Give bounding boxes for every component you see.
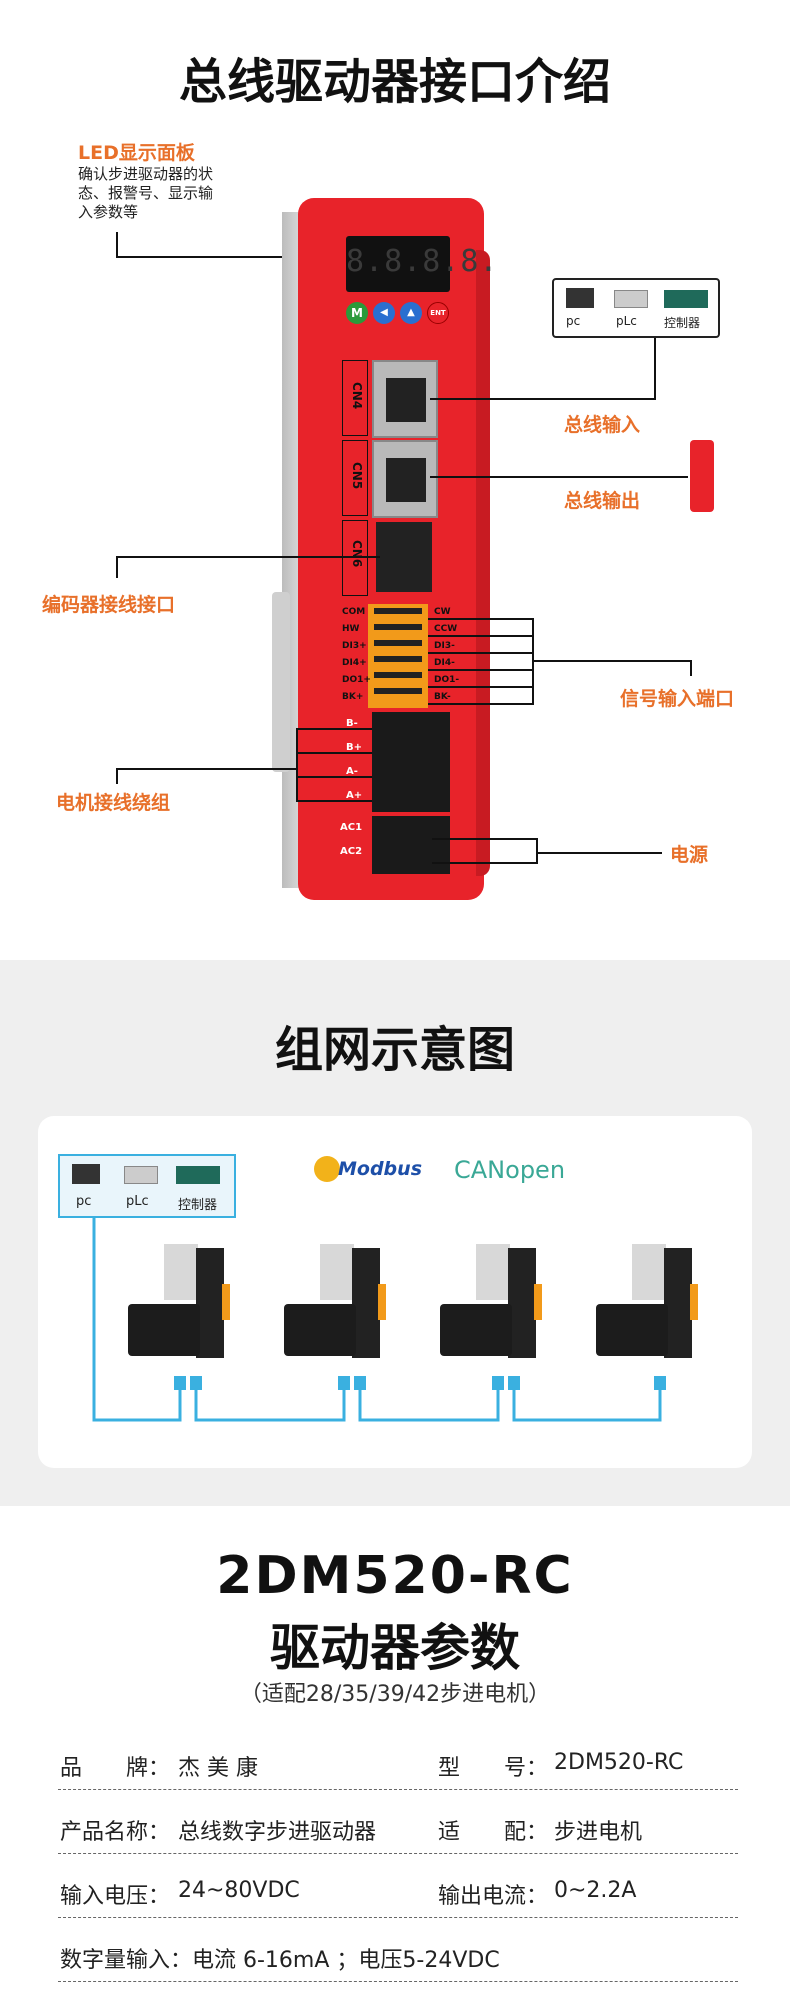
motor-terminal-block[interactable] bbox=[372, 712, 450, 812]
mode-button[interactable]: M bbox=[346, 302, 368, 324]
pin-do1p: DO1+ bbox=[342, 675, 371, 685]
power-terminal-block[interactable] bbox=[372, 816, 450, 874]
pc-icon bbox=[566, 288, 594, 308]
pin-do1m: DO1- bbox=[434, 675, 460, 685]
label-bus-in: 总线输入 bbox=[564, 414, 641, 436]
label-bus-out: 总线输出 bbox=[564, 490, 641, 512]
param-product-name-value: 总线数字步进驱动器 bbox=[178, 1820, 377, 1845]
param-input-voltage-value: 24~80VDC bbox=[178, 1878, 300, 1903]
pin-bkm: BK- bbox=[434, 692, 451, 702]
motor-unit-4 bbox=[596, 1244, 706, 1360]
param-brand-key: 品 牌： bbox=[60, 1756, 171, 1781]
plc-icon-2 bbox=[124, 1166, 158, 1184]
param-row-3: 输入电压： 24~80VDC 输出电流： 0~2.2A bbox=[58, 1862, 738, 1918]
pin-di3p: DI3+ bbox=[342, 641, 367, 651]
device-box-section1: pc pLc 控制器 bbox=[552, 278, 720, 338]
pin-di4p: DI4+ bbox=[342, 658, 367, 668]
section-title-interfaces: 总线驱动器接口介绍 bbox=[178, 54, 611, 110]
param-product-name-key: 产品名称： bbox=[60, 1820, 171, 1845]
device-plc-label: pLc bbox=[616, 314, 637, 328]
driver-side bbox=[476, 250, 490, 876]
plc-icon bbox=[614, 290, 648, 308]
up-button[interactable]: ▲ bbox=[400, 302, 422, 324]
params-subtitle: （适配28/35/39/42步进电机） bbox=[239, 1682, 551, 1707]
cn4-box bbox=[342, 360, 368, 436]
cn6-label: CN6 bbox=[350, 540, 364, 568]
param-fit-value: 步进电机 bbox=[554, 1820, 643, 1845]
device-controller-label-2: 控制器 bbox=[178, 1198, 218, 1213]
param-output-current-key: 输出电流： bbox=[438, 1884, 549, 1909]
section-title-network: 组网示意图 bbox=[274, 1022, 515, 1078]
device-plc-label-2: pLc bbox=[126, 1194, 149, 1209]
encoder-port-cn6[interactable] bbox=[376, 522, 432, 592]
enter-button[interactable]: ENT bbox=[427, 302, 449, 324]
led-panel-desc-1: 确认步进驱动器的状 bbox=[78, 165, 214, 183]
device-pc-label-2: pc bbox=[76, 1194, 92, 1209]
motor-unit-3 bbox=[440, 1244, 550, 1360]
motor-unit-2 bbox=[284, 1244, 394, 1360]
next-driver-thumbnail bbox=[690, 440, 714, 512]
pc-icon-2 bbox=[72, 1164, 100, 1184]
pin-ap: A+ bbox=[346, 790, 363, 801]
led-panel-desc-2: 态、报警号、显示输 bbox=[78, 184, 214, 202]
pin-bm: B- bbox=[346, 718, 358, 729]
left-button[interactable]: ◀ bbox=[373, 302, 395, 324]
din-clip bbox=[272, 592, 290, 772]
network-cables bbox=[92, 1218, 666, 1422]
pin-com: COM bbox=[342, 607, 366, 617]
label-encoder: 编码器接线接口 bbox=[42, 594, 176, 616]
param-brand-value: 杰 美 康 bbox=[178, 1756, 258, 1781]
cn5-label: CN5 bbox=[350, 462, 364, 490]
pin-ac1: AC1 bbox=[340, 822, 363, 833]
device-pc-label: pc bbox=[566, 314, 581, 328]
modbus-icon bbox=[314, 1156, 340, 1182]
pin-am: A- bbox=[346, 766, 358, 777]
param-row-4: 数字量输入： 电流 6-16mA ；电压5-24VDC bbox=[58, 1926, 738, 1982]
controller-icon bbox=[664, 290, 708, 308]
params-title-model: 2DM520-RC bbox=[216, 1546, 574, 1606]
pin-ac2: AC2 bbox=[340, 846, 363, 857]
pin-di4m: DI4- bbox=[434, 658, 455, 668]
param-digital-input-key: 数字量输入： bbox=[60, 1948, 193, 1973]
param-digital-input-value: 电流 6-16mA ；电压5-24VDC bbox=[192, 1948, 500, 1973]
params-title-main: 驱动器参数 bbox=[270, 1619, 520, 1677]
label-motor-winding: 电机接线绕组 bbox=[56, 792, 171, 814]
pin-ccw: CCW bbox=[434, 624, 458, 634]
param-row-1: 品 牌： 杰 美 康 型 号： 2DM520-RC bbox=[58, 1734, 738, 1790]
pin-bp: B+ bbox=[346, 742, 363, 753]
modbus-logo-text: Modbus bbox=[338, 1158, 422, 1180]
motor-unit-1 bbox=[128, 1244, 238, 1360]
pin-cw: CW bbox=[434, 607, 451, 617]
rj45-port-cn5[interactable] bbox=[372, 440, 438, 518]
controller-icon-2 bbox=[176, 1166, 220, 1184]
led-panel-title: LED显示面板 bbox=[78, 142, 195, 164]
param-fit-key: 适 配： bbox=[438, 1820, 549, 1845]
param-output-current-value: 0~2.2A bbox=[554, 1878, 637, 1903]
led-panel-annotation: LED显示面板 确认步进驱动器的状 态、报警号、显示输 入参数等 bbox=[78, 138, 213, 222]
led-panel-desc-3: 入参数等 bbox=[78, 203, 139, 221]
pin-di3m: DI3- bbox=[434, 641, 455, 651]
cn6-box bbox=[342, 520, 368, 596]
label-power: 电源 bbox=[670, 844, 709, 866]
pin-bkp: BK+ bbox=[342, 692, 364, 702]
param-model-key: 型 号： bbox=[438, 1756, 549, 1781]
cn4-label: CN4 bbox=[350, 382, 364, 410]
pin-hw: HW bbox=[342, 624, 360, 634]
device-controller-label: 控制器 bbox=[664, 316, 701, 330]
signal-terminal-block[interactable] bbox=[368, 604, 428, 708]
device-box-section2: pc pLc 控制器 bbox=[58, 1154, 236, 1218]
label-signal-input: 信号输入端口 bbox=[620, 688, 735, 710]
param-model-value: 2DM520-RC bbox=[554, 1750, 684, 1775]
param-row-2: 产品名称： 总线数字步进驱动器 适 配： 步进电机 bbox=[58, 1798, 738, 1854]
canopen-logo-text: CANopen bbox=[454, 1156, 566, 1184]
cn5-box bbox=[342, 440, 368, 516]
param-input-voltage-key: 输入电压： bbox=[60, 1884, 171, 1909]
